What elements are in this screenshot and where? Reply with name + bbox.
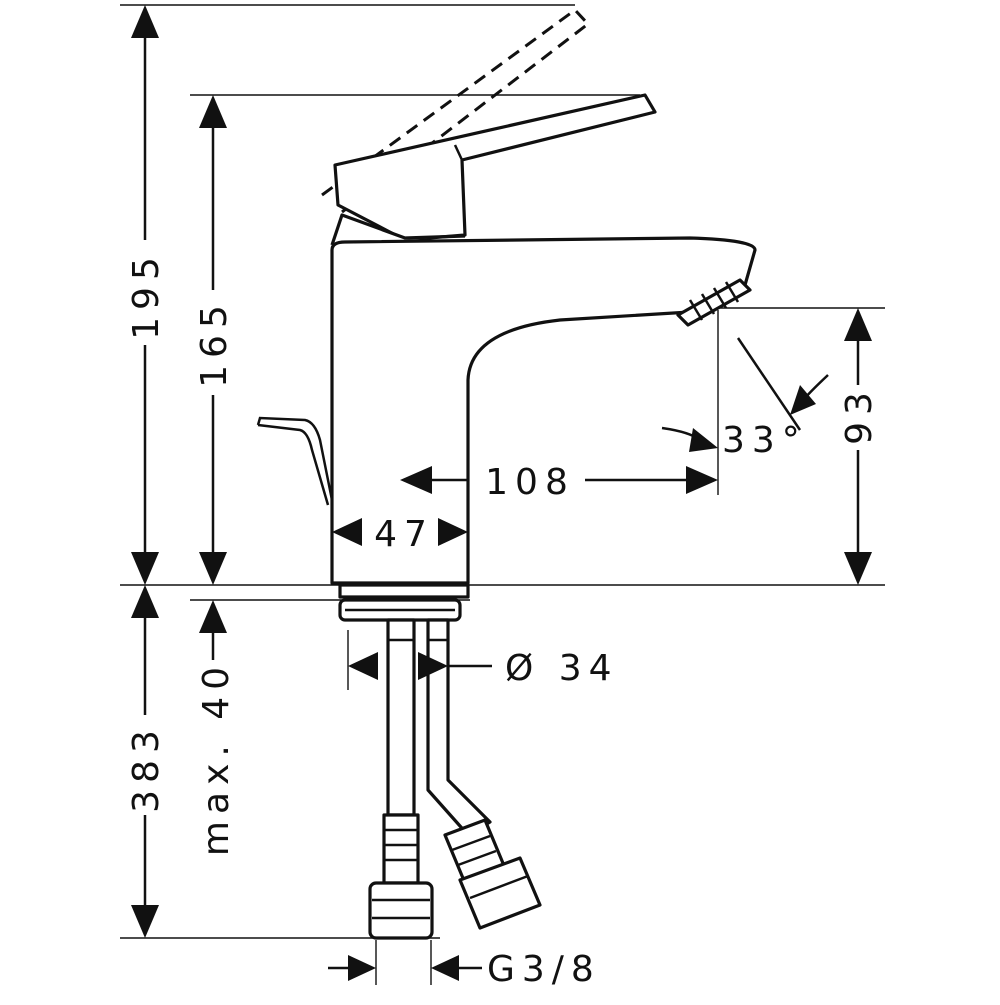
dim-label-33-degrees: 33° bbox=[722, 420, 807, 461]
lever-base bbox=[330, 213, 466, 246]
lever-handle bbox=[333, 93, 657, 242]
dim-label-165: 165 bbox=[194, 298, 235, 388]
hose-nut-right bbox=[458, 856, 542, 930]
supply-hoses bbox=[368, 618, 542, 940]
dim-label-93: 93 bbox=[839, 385, 880, 445]
dim-label-max-40: max. 40 bbox=[196, 660, 237, 856]
dimension-lines bbox=[131, 5, 872, 981]
hose-left bbox=[386, 618, 416, 817]
dim-label-47: 47 bbox=[374, 514, 434, 555]
faucet-body bbox=[256, 8, 757, 622]
hose-nut-left bbox=[368, 881, 434, 940]
dim-label-diameter-34: Ø 34 bbox=[505, 648, 619, 689]
dim-label-108: 108 bbox=[485, 462, 575, 503]
hose-right bbox=[426, 618, 492, 837]
aerator bbox=[676, 278, 752, 327]
lever-open-position bbox=[321, 8, 591, 214]
dim-label-g3-8: G3/8 bbox=[487, 949, 601, 990]
dim-label-195: 195 bbox=[126, 250, 167, 340]
extension-lines bbox=[120, 4, 885, 985]
popup-rod bbox=[256, 416, 334, 501]
dim-label-383: 383 bbox=[126, 723, 167, 813]
